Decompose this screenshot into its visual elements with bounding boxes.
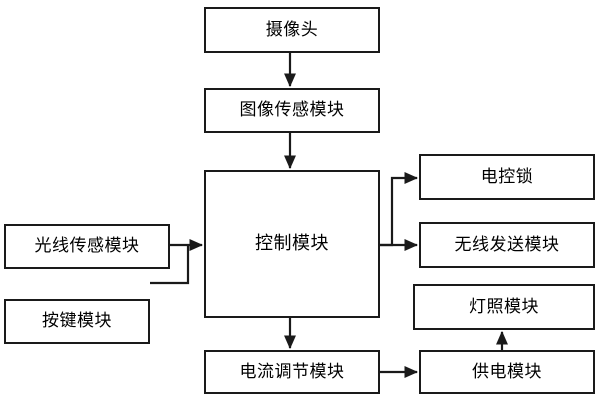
node-camera[interactable]: 摄像头 bbox=[204, 7, 380, 53]
node-electric-lock-label: 电控锁 bbox=[480, 166, 534, 187]
edge-control-to-electric-lock bbox=[380, 171, 419, 247]
node-control-module-label: 控制模块 bbox=[255, 233, 329, 254]
node-power-supply-module[interactable]: 供电模块 bbox=[419, 350, 595, 394]
node-light-sensing-module[interactable]: 光线传感模块 bbox=[4, 224, 170, 269]
node-wireless-transmit-module-label: 无线发送模块 bbox=[454, 234, 560, 255]
node-wireless-transmit-module[interactable]: 无线发送模块 bbox=[419, 222, 595, 268]
node-lighting-module[interactable]: 灯照模块 bbox=[413, 284, 595, 330]
node-camera-label: 摄像头 bbox=[265, 19, 319, 40]
node-electric-lock[interactable]: 电控锁 bbox=[419, 154, 595, 200]
node-image-sensing-module[interactable]: 图像传感模块 bbox=[204, 88, 380, 133]
node-control-module[interactable]: 控制模块 bbox=[204, 170, 380, 318]
node-power-supply-module-label: 供电模块 bbox=[472, 361, 542, 382]
node-current-adjust-module-label: 电流调节模块 bbox=[239, 361, 345, 382]
node-image-sensing-module-label: 图像传感模块 bbox=[239, 100, 345, 120]
node-key-module-label: 按键模块 bbox=[42, 311, 112, 331]
node-light-sensing-module-label: 光线传感模块 bbox=[34, 236, 140, 256]
node-lighting-module-label: 灯照模块 bbox=[469, 296, 539, 317]
node-current-adjust-module[interactable]: 电流调节模块 bbox=[204, 350, 380, 394]
node-key-module[interactable]: 按键模块 bbox=[4, 299, 150, 344]
